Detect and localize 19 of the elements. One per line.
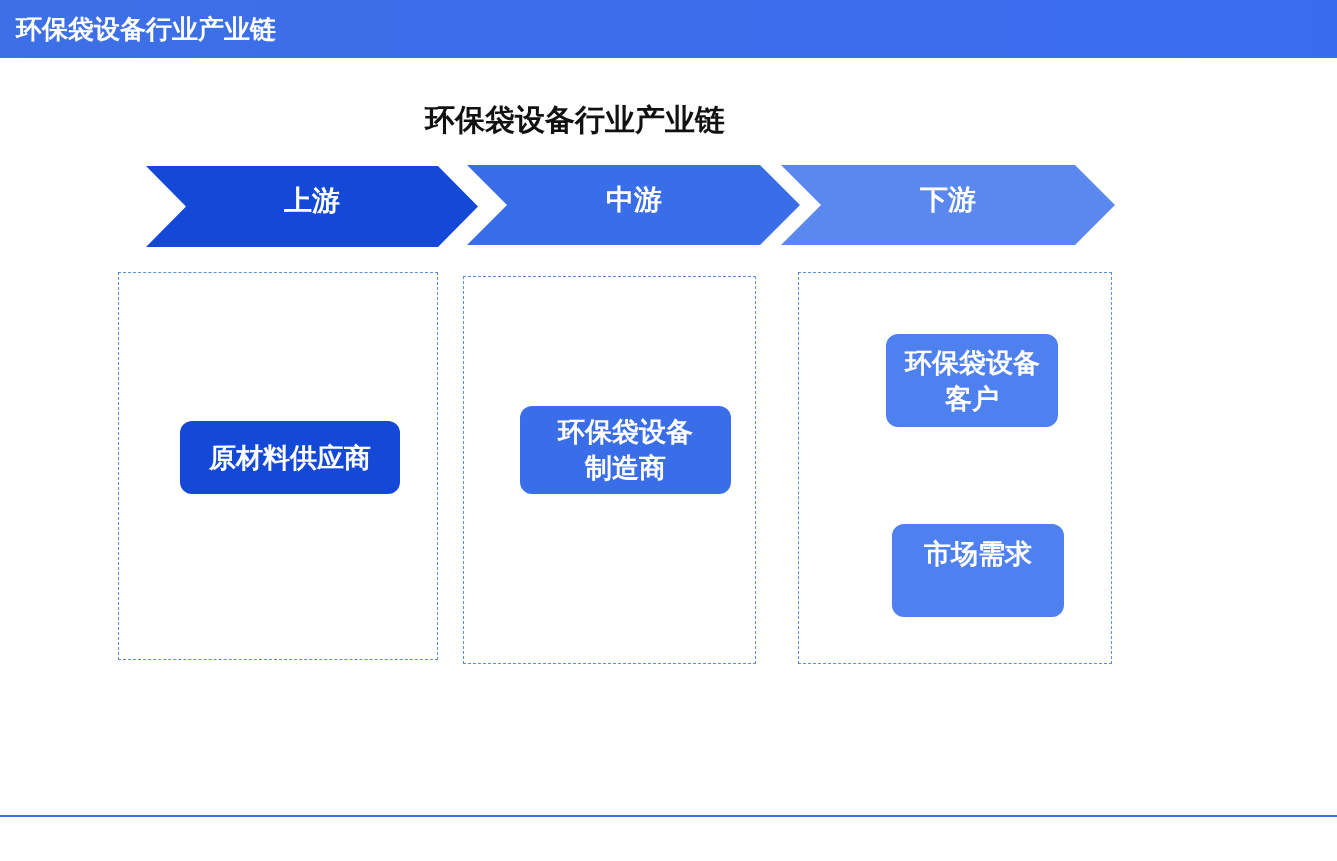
process-box (892, 524, 1064, 617)
process-box (520, 406, 731, 494)
node-label: 环保袋设备客户 (903, 346, 1041, 416)
node-label: 市场需求 (923, 538, 1033, 571)
subheading: 环保袋设备行业产业链 (423, 102, 726, 138)
node-label: 环保袋设备制造商 (556, 416, 694, 485)
node-label: 中游 (604, 183, 663, 217)
chevron-banner (467, 165, 800, 245)
dashed-group-box (118, 272, 438, 660)
node-label: 下游 (919, 183, 977, 217)
dashed-group-box (798, 272, 1112, 664)
dashed-group-box (463, 276, 756, 664)
node-label: 上游 (283, 184, 341, 218)
process-box (180, 421, 400, 494)
process-box (886, 334, 1058, 427)
chevron-banner (781, 165, 1115, 245)
page-title: 环保袋设备行业产业链 (16, 14, 276, 46)
chevron-banner (146, 166, 478, 247)
node-label: 原材料供应商 (208, 441, 372, 475)
